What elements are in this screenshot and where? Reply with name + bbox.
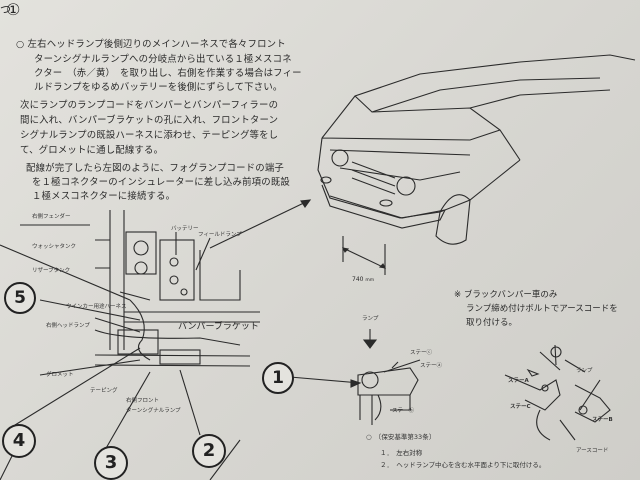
instruction-line: ○ 左右ヘッドランプ後側辺りのメインハーネスで各々フロント bbox=[16, 39, 286, 50]
label-headlamp: 右側ヘッドランプ bbox=[46, 323, 90, 329]
instruction-line: を１極コネクターのインシュレーターに差し込み前項の既設 bbox=[32, 177, 290, 188]
label-turn-lamp: 右側フロント bbox=[126, 398, 160, 404]
callout-5: 5 bbox=[4, 282, 36, 314]
instruction-line: て、グロメットに通し配線する。 bbox=[20, 145, 164, 156]
label-lamp: ランプ bbox=[362, 316, 379, 322]
label-fender: 右側フェンダー bbox=[32, 214, 71, 220]
engine-bay bbox=[20, 210, 125, 350]
label-stay-c: ステーⓒ bbox=[410, 350, 433, 356]
instruction-line: ルドランプをゆるめバッテリーを後側にずらして下さい。 bbox=[34, 82, 283, 93]
step-mark: ① bbox=[6, 0, 21, 19]
instruction-line: ターンシグナルランプへの分岐点から出ている１極メスコネ bbox=[34, 54, 292, 65]
lamp-bracket bbox=[357, 367, 419, 396]
dimension-label: 740 mm bbox=[352, 276, 374, 283]
part-stay-a: ステーA bbox=[508, 378, 529, 384]
dimension-value: 740 bbox=[352, 276, 364, 283]
callout-4: 4 bbox=[2, 424, 36, 458]
dimension-line bbox=[342, 236, 386, 275]
callout-3: 3 bbox=[94, 446, 128, 480]
part-lamp: ランプ bbox=[576, 368, 593, 374]
label-bumper-bracket: バンパーブラケット bbox=[178, 322, 259, 332]
instruction-line: 次にランプのランプコードをバンパーとバンパーフィラーの bbox=[20, 100, 279, 111]
instruction-line: シグナルランプの既設ハーネスに添わせ、テーピング等をし bbox=[20, 130, 279, 141]
law-title: ○ 〔保安基準第33条〕 bbox=[366, 433, 436, 441]
label-grommet: グロメット bbox=[46, 372, 74, 378]
instruction-line: 間に入れ、バンパーブラケットの孔に入れ、フロントターン bbox=[20, 115, 279, 126]
callout-1: 1 bbox=[262, 362, 294, 394]
note-line: ランプ締め付けボルトでアースコードを bbox=[466, 304, 618, 314]
label-taping: テーピング bbox=[90, 388, 118, 394]
label-battery: バッテリー bbox=[171, 226, 199, 232]
part-stay-c: ステーC bbox=[510, 404, 531, 410]
dimension-unit: mm bbox=[365, 278, 375, 283]
instruction-line: 配線が完了したら左図のように、フォグランプコードの端子 bbox=[26, 163, 284, 174]
part-earth-cord: アースコード bbox=[576, 448, 609, 454]
callout-2: 2 bbox=[192, 434, 226, 468]
car-outline bbox=[317, 54, 636, 219]
label-stay-a: ステーⓐ bbox=[420, 363, 443, 369]
label-stay-b: ステーⓑ bbox=[392, 408, 415, 414]
law-item: １． 左右対称 bbox=[380, 449, 423, 457]
part-stay-b: ステーB bbox=[592, 417, 613, 423]
step-prefix: つ bbox=[0, 3, 12, 16]
label-washer-tank: ウォッシャタンク bbox=[32, 244, 77, 250]
label-turn-lamp: ターンシグナルランプ bbox=[126, 408, 181, 414]
law-item: ２． ヘッドランプ中心を含む水平面より下に取付ける。 bbox=[380, 461, 546, 469]
note-line: 取り付ける。 bbox=[466, 318, 518, 328]
label-winker-harness: ウインカー用途ハーネス bbox=[66, 304, 127, 310]
parts-exploded bbox=[504, 344, 611, 441]
instruction-line: クター （赤／黄） を取り出し、右側を作業する場合はフィー bbox=[34, 68, 302, 79]
label-reserve-tank: リザーブタンク bbox=[32, 268, 71, 274]
label-field-lamp: フィールドランプ bbox=[198, 232, 242, 238]
instruction-line: １極メスコネクターに接続する。 bbox=[32, 191, 176, 202]
bumper bbox=[321, 184, 446, 229]
note-line: ※ ブラックバンパー車のみ bbox=[454, 290, 558, 300]
